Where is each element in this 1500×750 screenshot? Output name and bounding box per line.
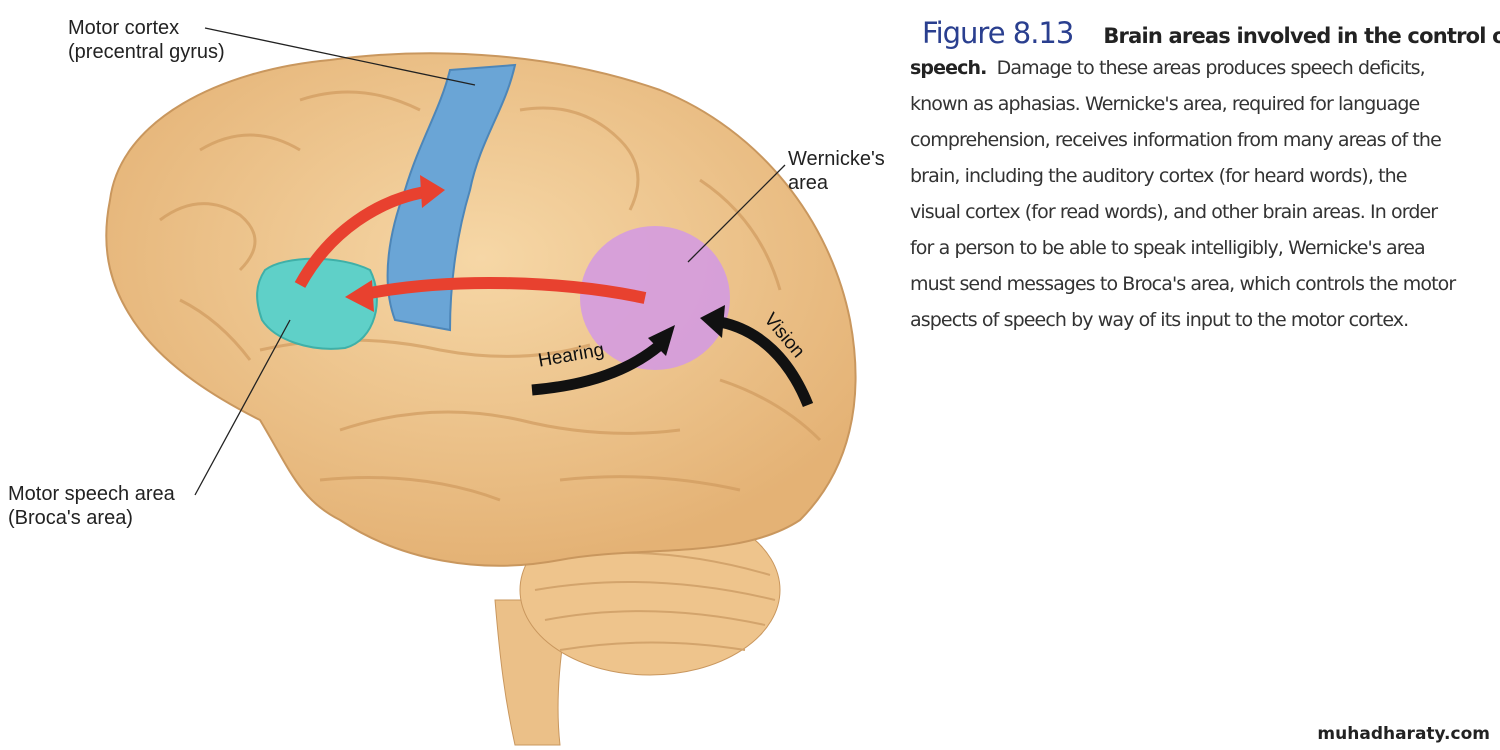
label-brocas-area: Motor speech area (Broca's area)	[8, 483, 175, 529]
wernickes-area-region	[580, 226, 730, 370]
caption-line: brain, including the auditory cortex (fo…	[910, 165, 1407, 187]
arrow-hearing	[531, 340, 664, 396]
caption-line: for a person to be able to speak intelli…	[910, 237, 1426, 259]
caption-line: must send messages to Broca's area, whic…	[910, 273, 1456, 295]
label-motor-cortex: Motor cortex (precentral gyrus)	[68, 17, 225, 63]
caption-header: Figure 8.13 Brain areas involved in the …	[910, 16, 1500, 50]
caption-line: visual cortex (for read words), and othe…	[910, 201, 1438, 223]
caption-line: comprehension, receives information from…	[910, 129, 1442, 151]
figure-title: Brain areas involved in the control of	[1103, 24, 1500, 48]
leader-lines	[194, 27, 786, 496]
brain-illustration	[105, 27, 857, 746]
figure-caption: Figure 8.13 Brain areas involved in the …	[910, 16, 1500, 338]
motor-cortex-region	[386, 63, 517, 332]
watermark: muhadharaty.com	[1317, 724, 1490, 744]
arrow-broca-to-motor	[294, 186, 427, 288]
cerebrum	[105, 52, 857, 567]
caption-line: speech. Damage to these areas produces s…	[910, 57, 1426, 79]
caption-line: known as aphasias. Wernicke's area, requ…	[910, 93, 1420, 115]
label-wernickes-area: Wernicke's area	[788, 148, 885, 194]
figure-number: Figure 8.13	[922, 16, 1074, 50]
arrow-vision	[718, 316, 814, 408]
arrow-wernicke-to-broca	[368, 277, 647, 304]
caption-line: aspects of speech by way of its input to…	[910, 309, 1409, 331]
